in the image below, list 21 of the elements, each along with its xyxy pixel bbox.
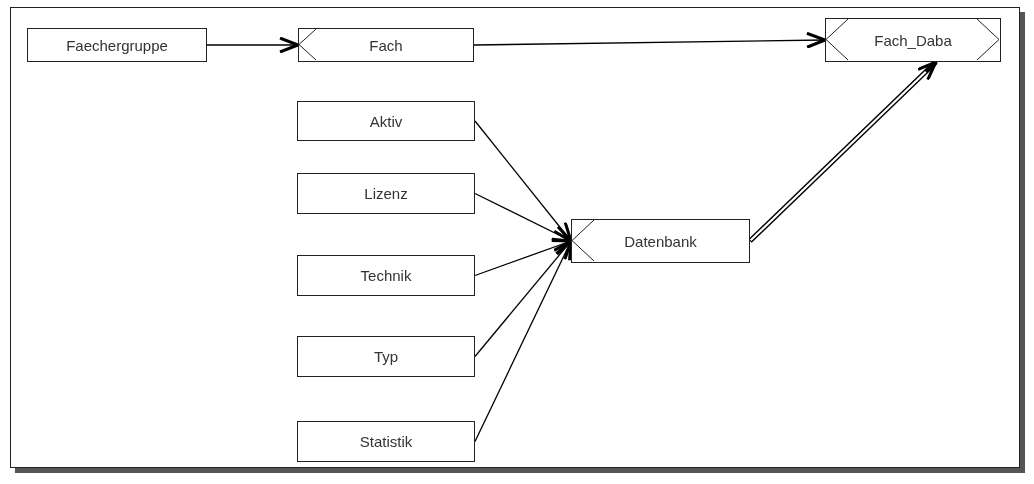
table-name: Datenbank	[624, 232, 697, 250]
table-box	[27, 28, 207, 62]
relationship-arrow	[748, 60, 938, 243]
table-name: Statistik	[359, 433, 413, 450]
relationship-arrow	[206, 36, 300, 54]
table-box	[297, 421, 475, 462]
table-name: Faechergruppe	[66, 36, 168, 54]
entity-table-box	[298, 28, 474, 62]
table-name: Typ	[373, 348, 399, 365]
table-name: Fach	[369, 36, 403, 54]
entity-table-box	[571, 219, 750, 263]
table-box	[297, 255, 475, 296]
table-name: Fach_Daba	[874, 31, 952, 49]
table-name: Technik	[360, 267, 412, 284]
table-name: Aktiv	[369, 112, 403, 130]
table-name: Lizenz	[364, 185, 408, 202]
table-box	[297, 336, 475, 377]
table-box	[297, 173, 475, 214]
table-box	[297, 101, 475, 141]
relationship-arrow	[473, 31, 827, 49]
entity-table-box	[825, 18, 1001, 62]
